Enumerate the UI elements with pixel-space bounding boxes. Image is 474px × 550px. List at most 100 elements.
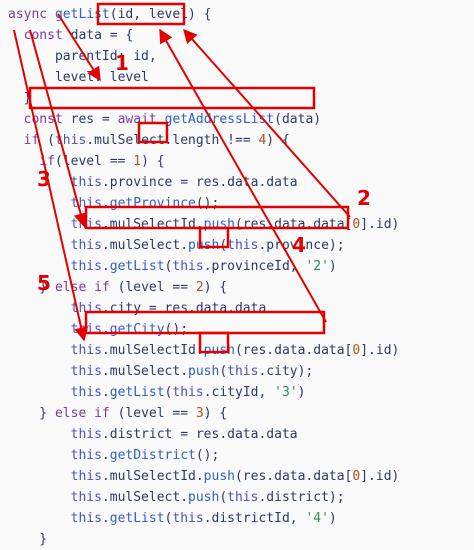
code-line: const res = await getAddressList(data): [8, 109, 321, 130]
code-line: this.mulSelectId.push(res.data.data[0].i…: [8, 466, 400, 487]
code-token: this: [8, 301, 102, 316]
code-line: this.mulSelect.push(this.city);: [8, 361, 314, 382]
code-line: level: level: [8, 67, 149, 88]
code-token: .province = res.data.data: [101, 175, 298, 190]
code-token: .mulSelect.: [101, 364, 189, 379]
code-token: 2: [195, 280, 204, 295]
code-token: push: [188, 238, 220, 253]
code-line: } else if (level == 3) {: [8, 403, 227, 424]
code-token: ): [328, 259, 337, 274]
code-line: if (this.mulSelect.length !== 4) {: [8, 130, 290, 151]
code-token: .: [101, 511, 110, 526]
code-token: }: [8, 406, 55, 421]
code-token: .mulSelect.: [101, 238, 189, 253]
code-token: res =: [70, 112, 118, 127]
code-token: .district = res.data.data: [101, 427, 298, 442]
code-token: push: [188, 364, 220, 379]
code-token: .: [101, 385, 110, 400]
code-token: async: [8, 7, 55, 22]
code-token: level: level: [8, 70, 149, 85]
code-token: (level ==: [54, 154, 134, 169]
code-token: .: [101, 322, 110, 337]
code-line: this.getList(this.provinceId, '2'): [8, 256, 337, 277]
code-line: this.mulSelectId.push(res.data.data[0].i…: [8, 340, 400, 361]
code-line: parentId: id,: [8, 46, 157, 67]
code-token: else if: [54, 280, 118, 295]
code-token: this: [8, 238, 102, 253]
code-token: .cityId,: [203, 385, 275, 400]
code-token: }: [8, 280, 55, 295]
code-token: this: [172, 259, 204, 274]
code-token: ();: [195, 196, 220, 211]
code-line: }: [8, 88, 32, 109]
code-token: this: [172, 385, 204, 400]
code-token: (: [164, 385, 173, 400]
code-line: const data = {: [8, 25, 134, 46]
code-token: this: [8, 259, 102, 274]
code-token: data = {: [70, 28, 134, 43]
code-token: 1: [133, 154, 142, 169]
code-token: this: [8, 469, 102, 484]
code-token: if: [8, 154, 55, 169]
code-line: this.getList(this.districtId, '4'): [8, 508, 337, 529]
code-token: ();: [164, 322, 189, 337]
code-token: this: [227, 238, 259, 253]
code-token: (res.data.data[: [234, 469, 353, 484]
code-token: 0: [352, 469, 361, 484]
code-token: 3: [195, 406, 204, 421]
code-token: .: [101, 259, 110, 274]
code-token: this: [8, 217, 102, 232]
code-token: getAddressList: [164, 112, 275, 127]
code-token: (: [47, 133, 55, 148]
code-token: getProvince: [109, 196, 196, 211]
code-token: this: [8, 322, 102, 337]
code-token: .mulSelectId.: [101, 469, 204, 484]
code-token: .mulSelectId.: [101, 343, 204, 358]
code-token: getDistrict: [109, 448, 196, 463]
code-token: (data): [274, 112, 322, 127]
code-token: this: [8, 448, 102, 463]
code-token: (: [164, 511, 173, 526]
code-token: push: [203, 343, 235, 358]
code-editor: async getList(id, level) { const data = …: [8, 4, 400, 547]
code-token: this: [8, 175, 102, 190]
code-token: this: [8, 490, 102, 505]
code-token: 0: [352, 217, 361, 232]
code-token: push: [203, 469, 235, 484]
code-token: ].id): [360, 469, 400, 484]
code-token: ) {: [266, 133, 290, 148]
code-token: push: [203, 217, 235, 232]
code-token: this: [8, 511, 102, 526]
code-token: ) {: [141, 154, 165, 169]
code-token: this: [8, 385, 102, 400]
code-token: (id, level) {: [109, 7, 212, 22]
code-token: this: [227, 364, 259, 379]
code-token: ].id): [360, 343, 400, 358]
code-token: push: [188, 490, 220, 505]
code-token: .city);: [258, 364, 314, 379]
code-token: getList: [54, 7, 110, 22]
code-line: this.mulSelect.push(this.province);: [8, 235, 345, 256]
code-token: await: [117, 112, 165, 127]
code-line: this.mulSelect.push(this.district);: [8, 487, 345, 508]
code-token: ();: [195, 448, 220, 463]
code-token: .provinceId,: [203, 259, 306, 274]
code-line: async getList(id, level) {: [8, 4, 212, 25]
code-token: (res.data.data[: [234, 343, 353, 358]
code-token: .mulSelectId.: [101, 217, 204, 232]
code-token: '4': [305, 511, 329, 526]
code-token: 0: [352, 343, 361, 358]
code-token: }: [8, 91, 32, 106]
code-token: ): [328, 511, 337, 526]
code-token: (: [219, 238, 228, 253]
code-token: .mulSelect.length !==: [86, 133, 259, 148]
code-token: .province);: [258, 238, 345, 253]
code-token: (: [219, 364, 228, 379]
code-token: ) {: [203, 280, 228, 295]
code-token: ) {: [203, 406, 228, 421]
code-line: this.getList(this.cityId, '3'): [8, 382, 306, 403]
code-token: const: [8, 112, 71, 127]
code-token: this: [8, 364, 102, 379]
code-token: this: [54, 133, 87, 148]
code-token: getList: [109, 385, 165, 400]
